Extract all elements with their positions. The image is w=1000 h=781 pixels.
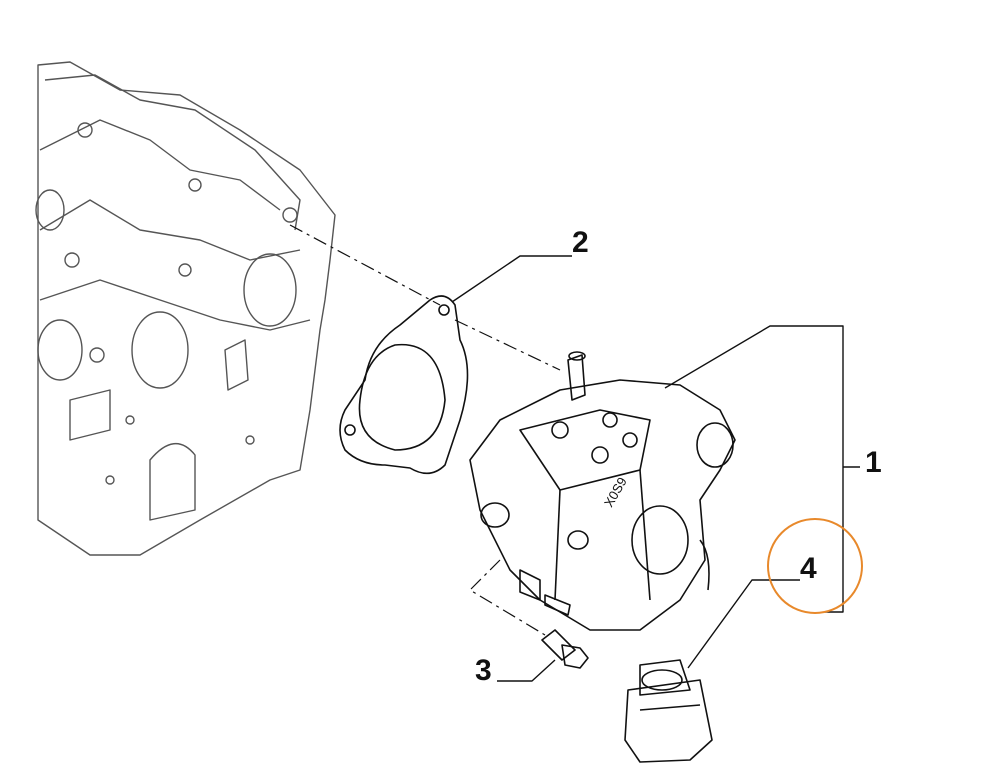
pressure-sensor: [624, 659, 713, 763]
bracket-1: [664, 325, 844, 613]
engine-block: [35, 61, 336, 556]
pump-marking: X0S9: [601, 475, 630, 510]
callout-3[interactable]: 3: [475, 654, 492, 687]
leader-2: [451, 255, 572, 303]
assembly-lines: [289, 224, 561, 636]
bolt: [541, 629, 589, 669]
gasket: [339, 295, 469, 475]
leader-4: [687, 579, 800, 669]
callout-1[interactable]: 1: [865, 446, 882, 479]
callout-2[interactable]: 2: [572, 226, 589, 259]
highlight-circle: [767, 518, 863, 614]
high-pressure-pump: X0S9: [469, 351, 736, 631]
leader-3: [497, 659, 556, 682]
leader-lines: [451, 255, 860, 682]
callout-4[interactable]: 4: [800, 552, 817, 585]
